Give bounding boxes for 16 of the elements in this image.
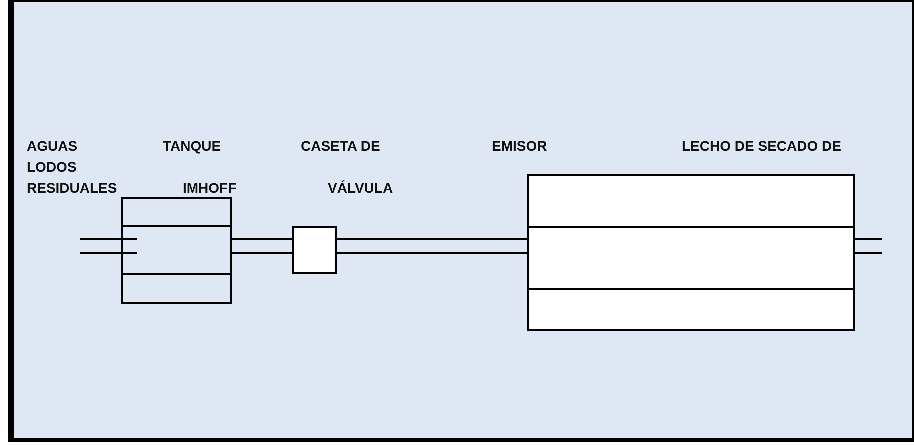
component-label: EMISOR [492,138,548,154]
drying-bed-outline [527,174,855,331]
component-label: TANQUE [163,138,222,154]
component-label: IMHOFF [183,180,237,196]
pipe [854,238,883,254]
component-label: LECHO DE SECADO DE [682,138,842,154]
component-label: RESIDUALES [27,180,118,196]
component-label: CASETA DE [301,138,380,154]
pipe [336,238,528,254]
component-label: AGUAS [27,138,78,154]
component-label: LODOS [27,159,77,175]
component-label: VÁLVULA [328,180,394,196]
pipe [231,238,293,254]
pipe [79,238,138,254]
valve-box [292,226,337,274]
tank-outline [121,197,232,304]
